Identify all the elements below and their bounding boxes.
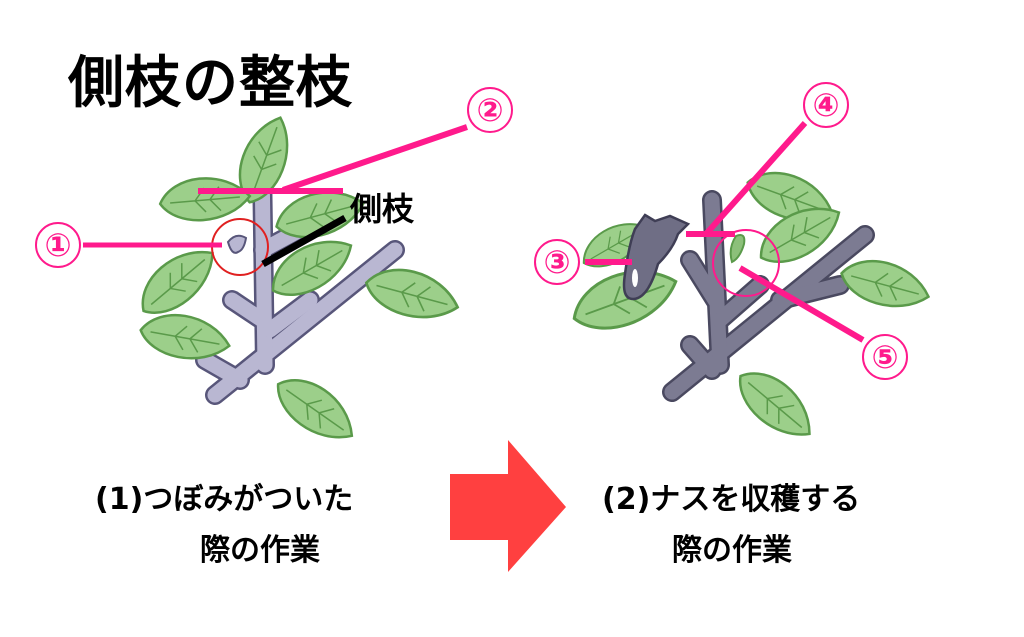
marker-4-line [703,121,808,236]
left-plant [128,109,465,454]
marker-2: ② [467,87,513,133]
left-caption-line2: 際の作業 [200,533,320,568]
left-caption-line1: (1)つぼみがついた [95,482,354,517]
bud [226,234,248,254]
right-caption-line2: 際の作業 [672,533,792,568]
marker-5: ⑤ [862,334,908,380]
side-bud [729,234,746,264]
marker-5-line [738,265,865,343]
marker-2-line [282,124,468,193]
right-caption-line1: (2)ナスを収穫する [602,482,861,517]
right-arrow-icon [450,440,566,572]
eggplant [622,213,691,301]
side-branch-label: 側枝 [350,190,415,228]
marker-4: ④ [803,82,849,128]
side-branch-pointer [261,214,347,268]
side-bud-circle [712,229,780,297]
page-title: 側枝の整枝 [68,51,353,116]
marker-1: ① [35,222,81,268]
right-plant [563,160,936,451]
marker-3: ③ [534,239,580,285]
